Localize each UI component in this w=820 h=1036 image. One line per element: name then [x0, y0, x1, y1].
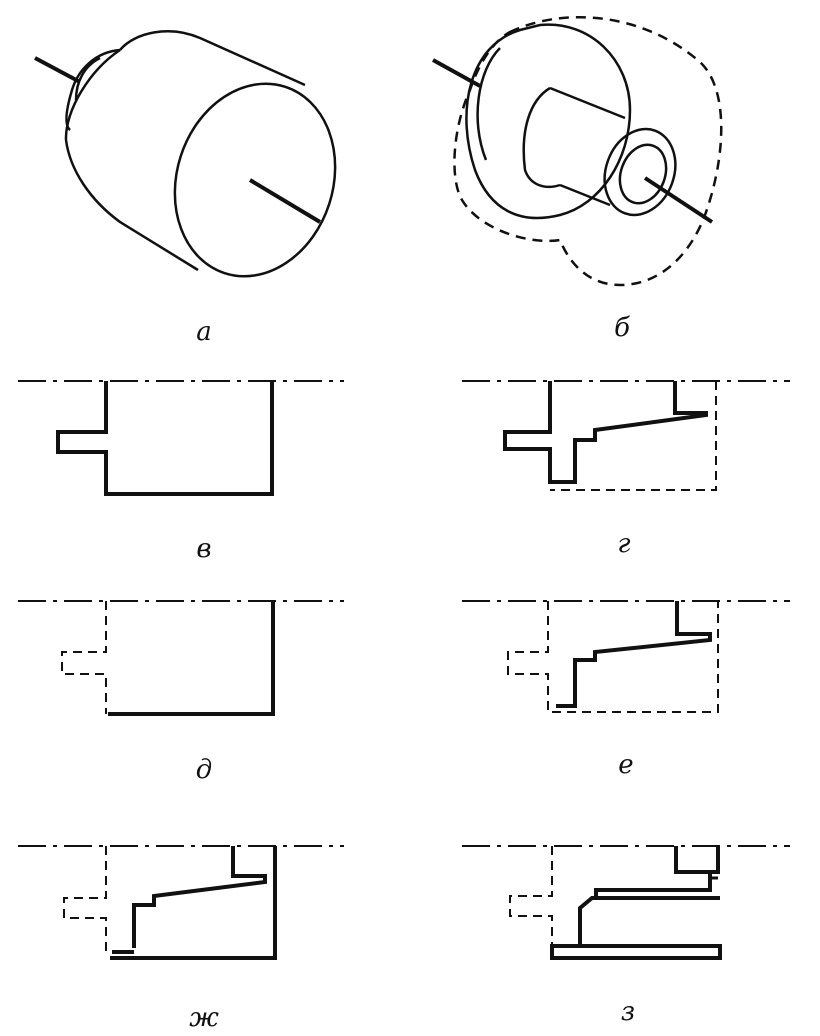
panel-z-removed-dashed: [509, 846, 553, 945]
panel-a-cylinder-blank: [34, 30, 337, 278]
panel-a-body-left-curve: [64, 48, 121, 141]
panel-d-operation-1: [18, 600, 344, 716]
panel-z-finished-part: [462, 845, 790, 960]
caption-a: а: [196, 317, 212, 347]
panel-g-part-in-blank: [462, 380, 790, 491]
panel-e-blank-dashed: [507, 601, 719, 713]
panel-b-flange: [465, 23, 632, 220]
panel-zh-operation-3: [18, 845, 344, 960]
caption-g: г: [617, 529, 630, 559]
panel-z-outline: [550, 846, 722, 960]
panel-e-outline: [556, 601, 712, 708]
panel-a-front-face: [173, 82, 337, 278]
panel-b-shaft-end-outer: [603, 127, 677, 217]
panel-g-outline: [503, 381, 708, 484]
panel-b-flange-inner: [476, 47, 501, 161]
panel-e-operation-2: [462, 600, 790, 713]
caption-b: б: [614, 313, 630, 343]
caption-d: д: [196, 755, 212, 785]
panel-b-shoulder: [522, 86, 561, 189]
caption-zh: ж: [189, 1003, 219, 1033]
panel-v-blank-profile: [18, 380, 344, 496]
panel-b-shaft: [549, 86, 626, 207]
panel-v-outline: [56, 381, 274, 496]
panel-g-blank-dashed: [550, 381, 717, 491]
panel-b-axis-left: [432, 58, 481, 88]
panel-a-axis-right: [248, 178, 322, 224]
panel-a-body-outline: [64, 30, 306, 272]
panel-b-axis-right: [643, 176, 714, 224]
caption-z: з: [621, 997, 635, 1027]
caption-v: в: [196, 534, 211, 564]
panel-zh-removed-dashed: [63, 846, 107, 955]
panel-b-shaft-end-inner: [618, 143, 668, 205]
panel-a-axis-left: [34, 56, 81, 84]
panel-zh-outline: [110, 846, 277, 960]
panel-d-removed-dashed: [61, 601, 107, 714]
panel-b-blank-dashed: [453, 15, 723, 287]
panel-b-machined-part: [432, 15, 723, 287]
caption-e: е: [618, 750, 633, 780]
panel-d-outline: [108, 601, 275, 716]
panel-a-hub-rim: [74, 56, 101, 101]
